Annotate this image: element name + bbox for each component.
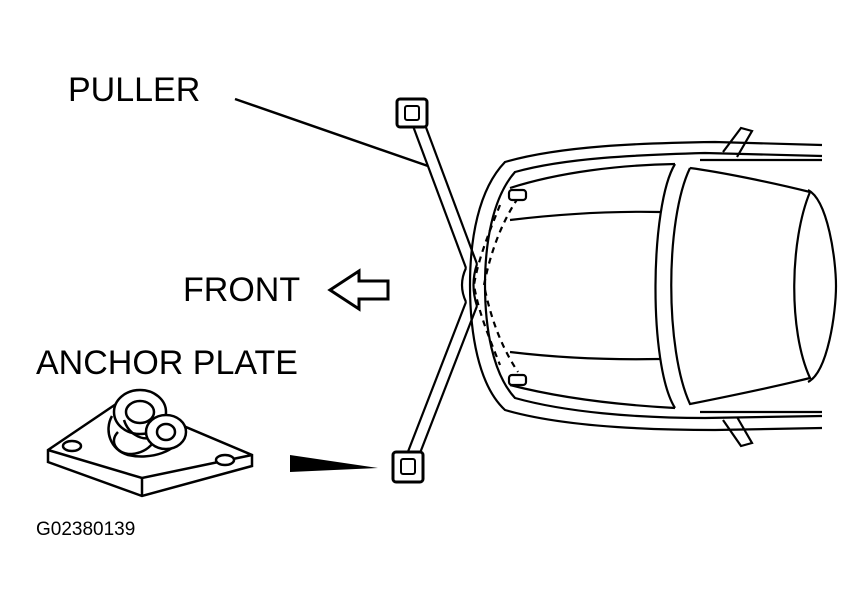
anchor-plate xyxy=(46,388,254,498)
puller-label: PULLER xyxy=(68,71,200,109)
lower-anchor-block xyxy=(391,450,425,484)
arrow-left-icon xyxy=(327,268,390,312)
upper-anchor-block xyxy=(395,97,429,129)
front-label: FRONT xyxy=(183,271,300,309)
tow-hooks xyxy=(507,188,528,387)
figure-id-label: G02380139 xyxy=(36,519,135,540)
vehicle-front xyxy=(468,126,838,448)
puller-leader-line xyxy=(234,97,429,168)
puller-straps xyxy=(402,113,479,467)
anchor-plate-pointer xyxy=(290,455,378,472)
anchor-plate-label: ANCHOR PLATE xyxy=(36,344,298,382)
